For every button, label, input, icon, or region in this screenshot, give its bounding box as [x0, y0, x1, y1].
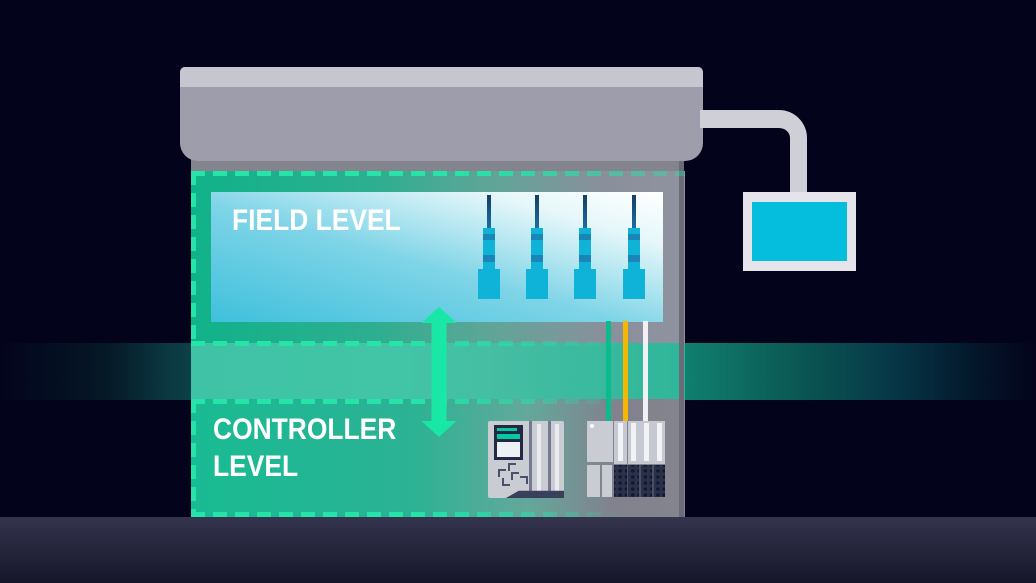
sensor-icon	[623, 195, 645, 299]
bidirectional-arrow-icon	[421, 307, 457, 437]
sensor-stem	[583, 195, 587, 229]
sensor-icon	[526, 195, 548, 299]
controller-zone-dashed-bottom	[191, 512, 685, 517]
sensor-head	[526, 269, 548, 299]
cable-white	[643, 321, 648, 421]
sensor-head	[478, 269, 500, 299]
monitor-screen	[752, 202, 847, 261]
sensor-stem	[632, 195, 636, 229]
sensor-body	[628, 228, 640, 269]
field-zone-dashed-top	[191, 171, 685, 176]
controller-zone-dashed-left	[191, 399, 196, 517]
sensor-stem	[487, 195, 491, 229]
pipe-connector-icon	[700, 110, 807, 192]
io-slot	[614, 421, 627, 464]
cable-green	[606, 321, 611, 421]
cabinet-lid-top-band	[180, 67, 703, 87]
field-level-label: FIELD LEVEL	[232, 204, 401, 237]
sensor-icon	[478, 195, 500, 299]
sensor-icon	[574, 195, 596, 299]
sensor-body	[531, 228, 543, 269]
plc-controller-icon	[488, 421, 564, 498]
cabinet-right-edge	[679, 161, 684, 517]
io-head-module	[587, 421, 613, 462]
controller-level-label: CONTROLLER LEVEL	[213, 413, 397, 483]
sensor-head	[574, 269, 596, 299]
network-band-right	[685, 343, 1036, 400]
floor	[0, 517, 1036, 583]
io-slot	[640, 421, 653, 464]
io-slot	[627, 421, 641, 464]
sensor-stem	[535, 195, 539, 229]
sensor-body	[483, 228, 495, 269]
cable-yellow	[623, 321, 628, 421]
sensor-head	[623, 269, 645, 299]
plc-display	[494, 425, 523, 460]
io-module-icon	[587, 421, 666, 497]
sensor-body	[579, 228, 591, 269]
cabinet-lid	[180, 67, 703, 161]
hmi-monitor-icon	[743, 192, 856, 271]
network-band-left	[0, 343, 193, 400]
field-zone-dashed-left	[191, 171, 196, 346]
io-slot	[653, 421, 666, 464]
